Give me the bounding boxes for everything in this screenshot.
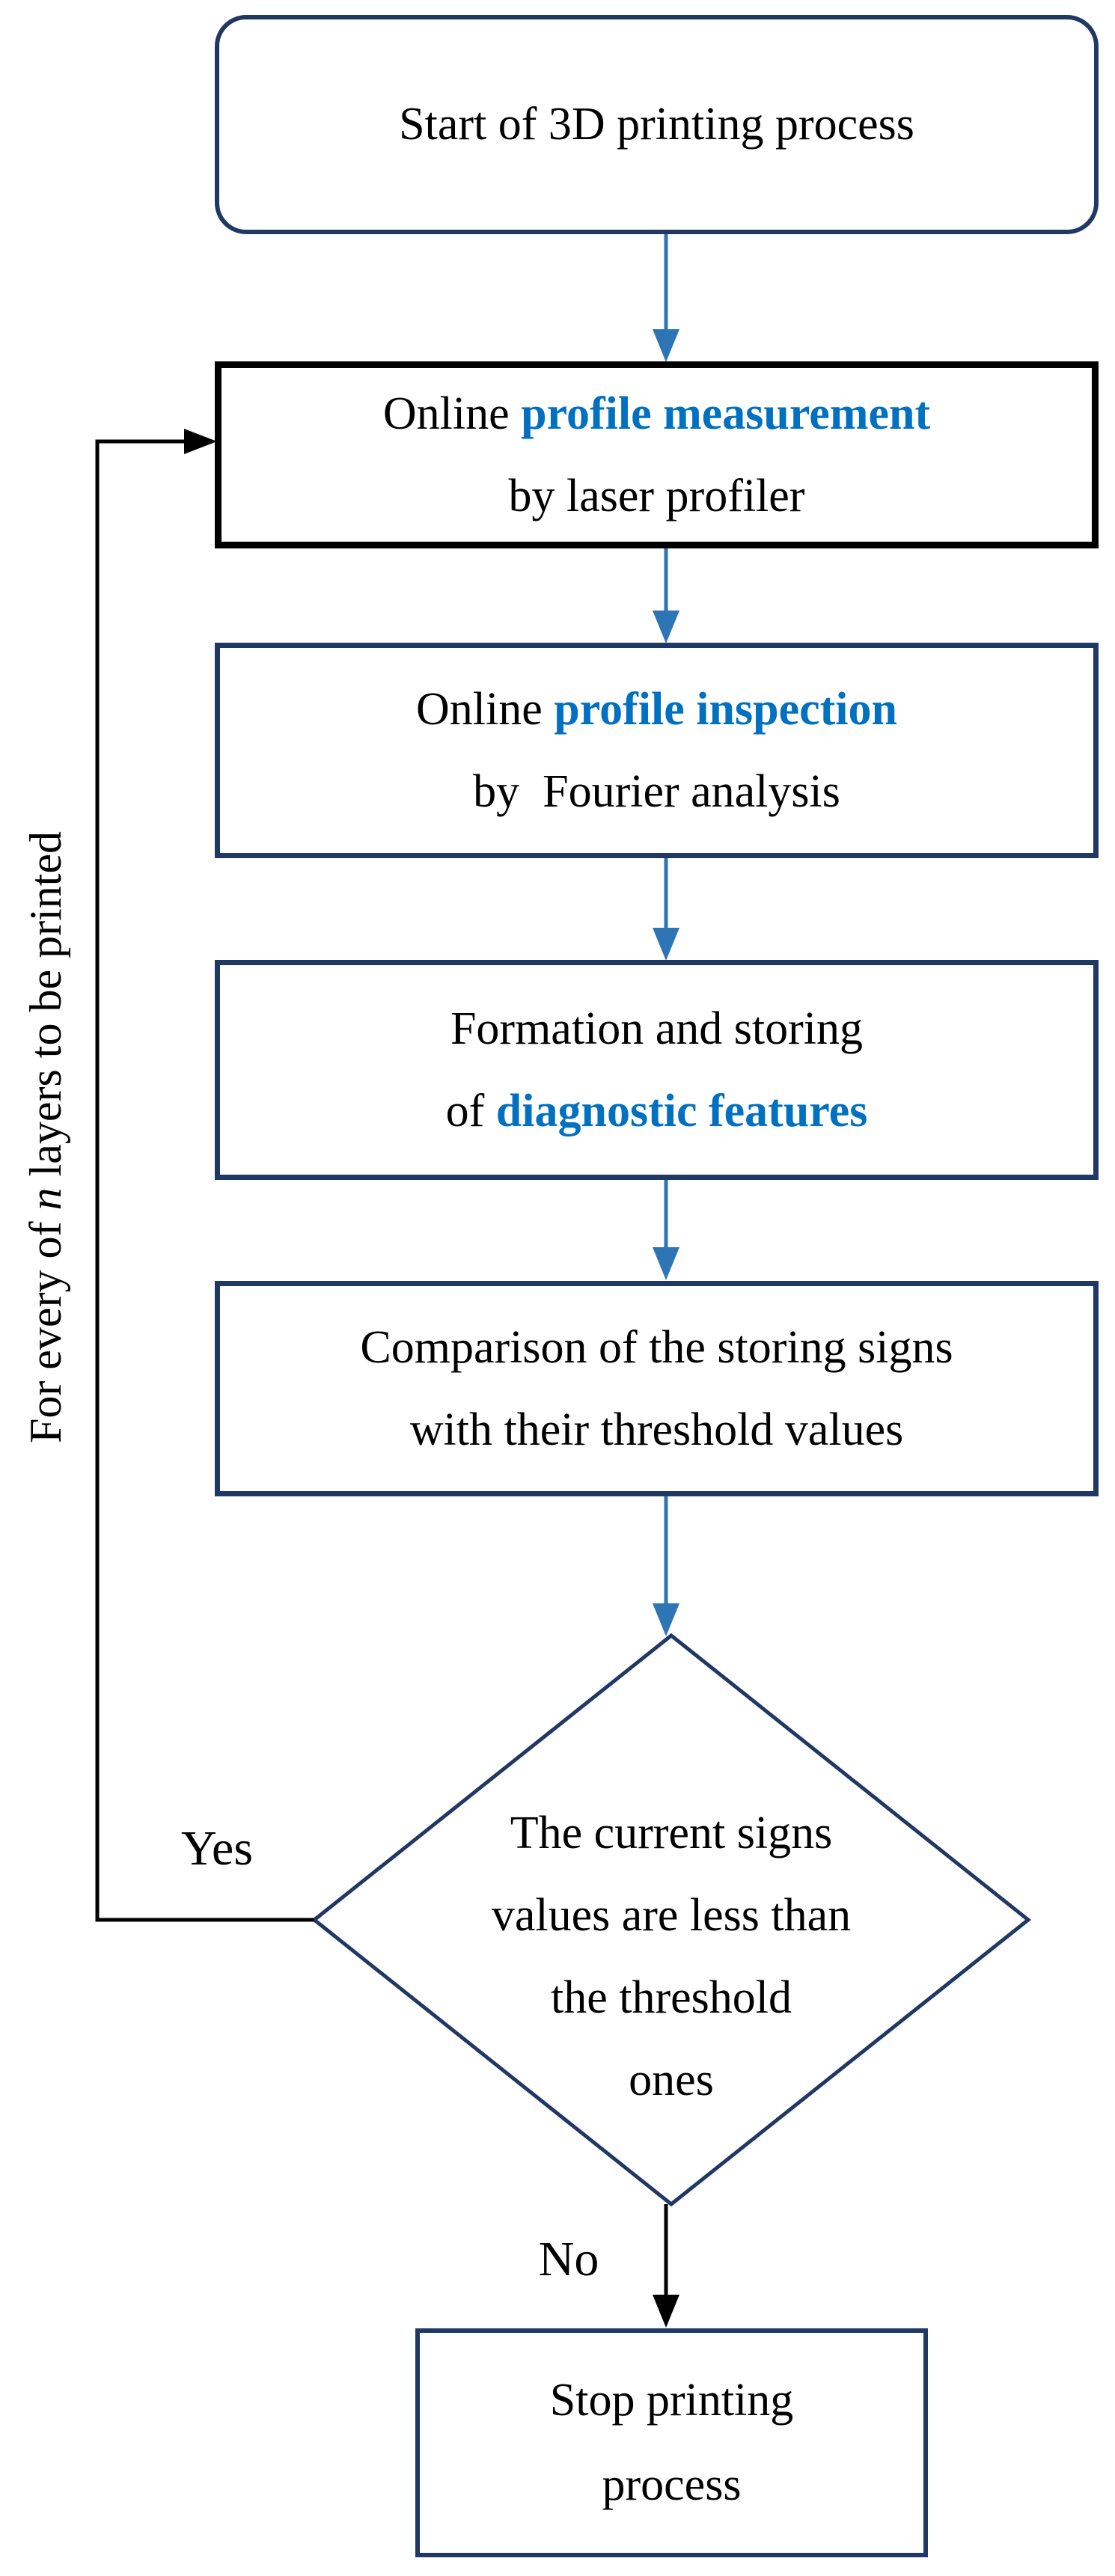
arrow-comparison-to-decision [653,1496,679,1636]
node-start: Start of 3D printing process [215,15,1099,234]
node-decision-text: The current signs values are less than t… [372,1792,971,2121]
arrow-measurement-to-inspection [653,548,679,643]
inspection-line1-prefix: Online [416,683,555,735]
measurement-line1-prefix: Online [382,388,522,439]
inspection-line2: by Fourier analysis [473,766,840,817]
node-profile-inspection: Online profile inspection by Fourier ana… [215,643,1099,858]
node-diagnostic-features: Formation and storing of diagnostic feat… [215,960,1099,1180]
loop-yes-connector [95,429,314,1922]
inspection-line1-highlight: profile inspection [554,683,897,735]
decision-line2: values are less than [491,1890,852,1941]
yes-branch-label: Yes [180,1821,254,1876]
loop-caption-prefix: For every of [21,1210,70,1444]
features-line2-prefix: of [445,1086,496,1136]
features-line2-highlight: diagnostic features [495,1086,868,1136]
arrow-start-to-measurement [653,234,679,362]
comparison-line1: Comparison of the storing signs [360,1321,953,1373]
decision-line3: the threshold [551,1972,792,2023]
decision-line1: The current signs [510,1808,833,1858]
loop-caption: For every of n layers to be printed [21,748,70,1526]
comparison-line2: with their threshold values [409,1404,904,1455]
arrow-inspection-to-features [653,858,679,961]
arrow-features-to-comparison [653,1180,679,1280]
loop-caption-n: n [21,1187,70,1211]
decision-diamond-shape [311,1633,1032,2207]
arrow-decision-to-stop [653,2204,679,2328]
stop-line1: Stop printing [549,2375,794,2426]
measurement-line1-highlight: profile measurement [521,388,931,439]
node-comparison: Comparison of the storing signs with the… [215,1281,1099,1496]
measurement-line2: by laser profiler [508,471,805,521]
stop-line2: process [602,2459,742,2510]
no-branch-label: No [538,2232,599,2286]
node-profile-measurement: Online profile measurement by laser prof… [215,361,1099,548]
loop-caption-suffix: layers to be printed [21,830,70,1188]
node-start-label: Start of 3D printing process [399,99,914,150]
features-line1: Formation and storing [450,1003,864,1054]
node-stop: Stop printing process [415,2328,928,2557]
decision-line4: ones [629,2055,714,2105]
